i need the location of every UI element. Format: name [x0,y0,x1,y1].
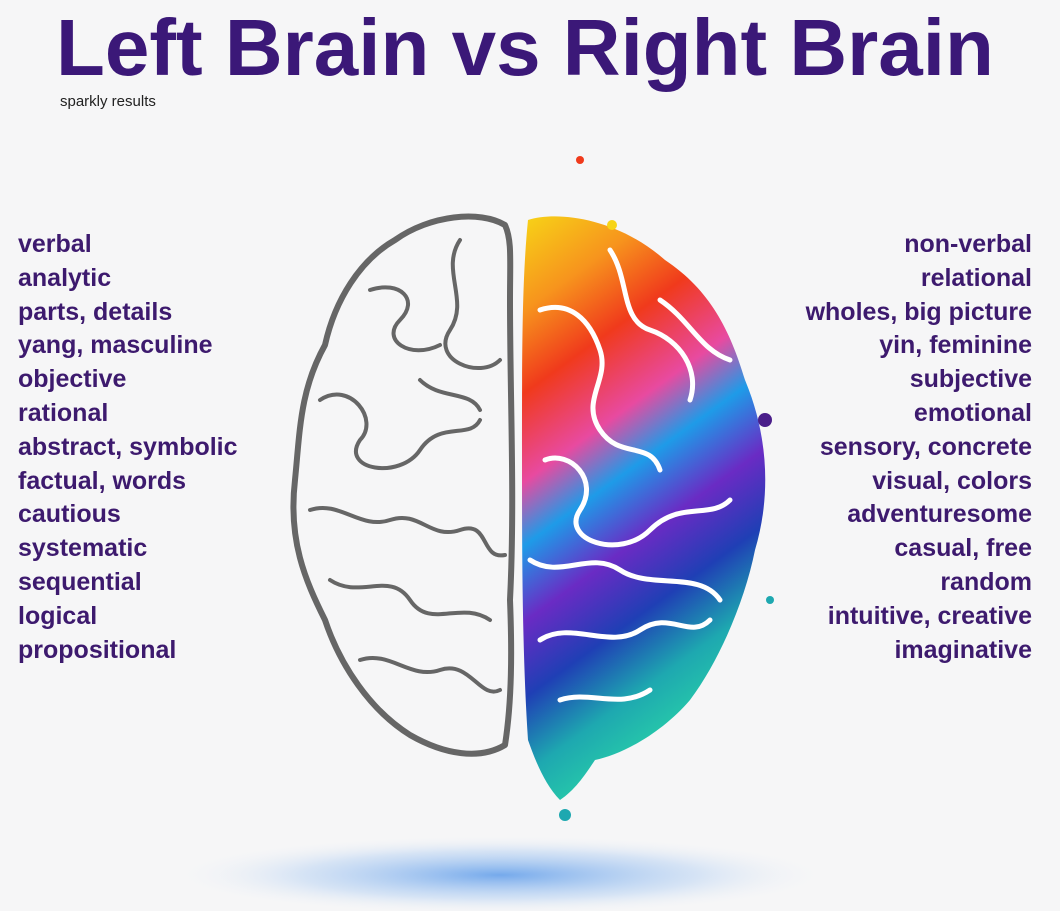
right-brain-traits: non-verbal relational wholes, big pictur… [806,228,1032,667]
right-trait: visual, colors [872,466,1032,495]
right-trait: subjective [909,365,1032,394]
left-brain-traits: verbal analytic parts, details yang, mas… [18,228,238,667]
right-trait: random [940,567,1032,596]
glow-shadow [170,835,830,911]
left-trait: propositional [18,635,177,664]
right-trait: intuitive, creative [827,601,1032,630]
right-trait: wholes, big picture [805,297,1032,326]
right-trait: imaginative [894,635,1032,664]
left-trait: analytic [18,263,112,292]
right-brain-colorful [522,156,774,821]
subtitle: sparkly results [60,93,156,110]
left-trait: rational [18,398,109,427]
page-title: Left Brain vs Right Brain [56,3,994,92]
left-trait: abstract, symbolic [18,432,238,461]
left-trait: verbal [18,230,92,258]
left-brain-sketch [290,213,516,757]
left-trait: systematic [18,534,148,563]
left-trait: yang, masculine [18,331,213,360]
right-trait: casual, free [894,534,1032,563]
left-trait: cautious [18,500,121,529]
right-trait: adventuresome [847,500,1032,529]
right-trait: sensory, concrete [819,432,1032,461]
right-trait: emotional [913,398,1032,427]
right-trait: relational [920,263,1032,292]
left-trait: sequential [18,567,142,596]
left-trait: factual, words [18,466,187,495]
left-trait: logical [18,601,98,630]
right-trait: non-verbal [904,230,1032,258]
right-trait: yin, feminine [879,331,1032,360]
left-trait: parts, details [18,297,173,326]
left-trait: objective [18,365,127,394]
